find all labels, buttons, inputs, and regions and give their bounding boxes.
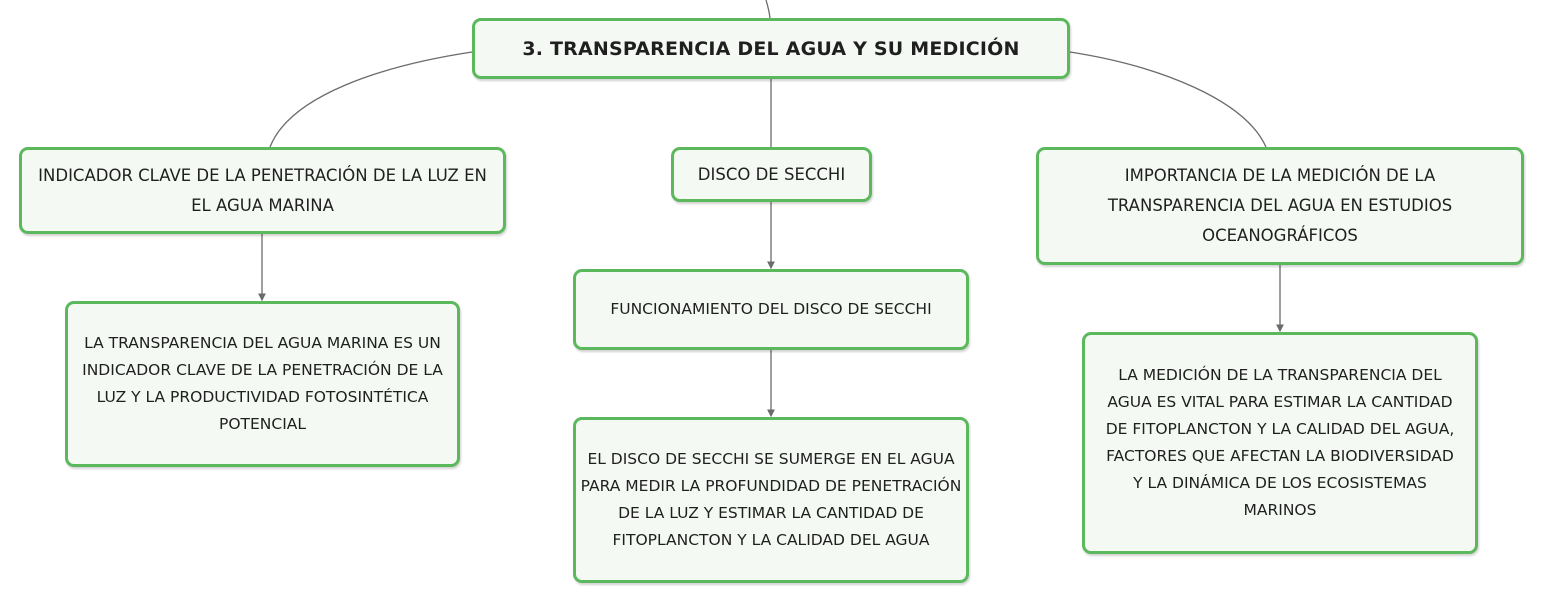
connector-root-to-left — [269, 51, 473, 148]
connector-root-to-right — [1069, 51, 1267, 148]
subtopic-label: FUNCIONAMIENTO DEL DISCO DE SECCHI — [610, 300, 932, 318]
topic-node-secchi-disk[interactable]: DISCO DE SECCHI — [671, 147, 872, 202]
subtopic-label: LA MEDICIÓN DE LA TRANSPARENCIA DEL AGUA… — [1105, 366, 1455, 519]
topic-label: DISCO DE SECCHI — [697, 164, 846, 184]
subtopic-node-secchi-description[interactable]: EL DISCO DE SECCHI SE SUMERGE EN EL AGUA… — [573, 417, 969, 583]
subtopic-node-measurement-vital[interactable]: LA MEDICIÓN DE LA TRANSPARENCIA DEL AGUA… — [1082, 332, 1478, 554]
connector-parent-to-root — [765, 0, 771, 19]
subtopic-label: LA TRANSPARENCIA DEL AGUA MARINA ES UN I… — [82, 334, 443, 433]
topic-label: INDICADOR CLAVE DE LA PENETRACIÓN DE LA … — [38, 165, 487, 215]
topic-label: IMPORTANCIA DE LA MEDICIÓN DE LA TRANSPA… — [1107, 166, 1453, 245]
root-topic-node[interactable]: 3. TRANSPARENCIA DEL AGUA Y SU MEDICIÓN — [472, 18, 1070, 79]
topic-node-light-penetration-indicator[interactable]: INDICADOR CLAVE DE LA PENETRACIÓN DE LA … — [19, 147, 506, 234]
subtopic-node-transparency-indicator[interactable]: LA TRANSPARENCIA DEL AGUA MARINA ES UN I… — [65, 301, 460, 467]
topic-node-measurement-importance[interactable]: IMPORTANCIA DE LA MEDICIÓN DE LA TRANSPA… — [1036, 147, 1524, 265]
subtopic-label: EL DISCO DE SECCHI SE SUMERGE EN EL AGUA… — [580, 450, 962, 549]
root-topic-label: 3. TRANSPARENCIA DEL AGUA Y SU MEDICIÓN — [522, 37, 1020, 60]
subtopic-node-secchi-function[interactable]: FUNCIONAMIENTO DEL DISCO DE SECCHI — [573, 269, 969, 350]
